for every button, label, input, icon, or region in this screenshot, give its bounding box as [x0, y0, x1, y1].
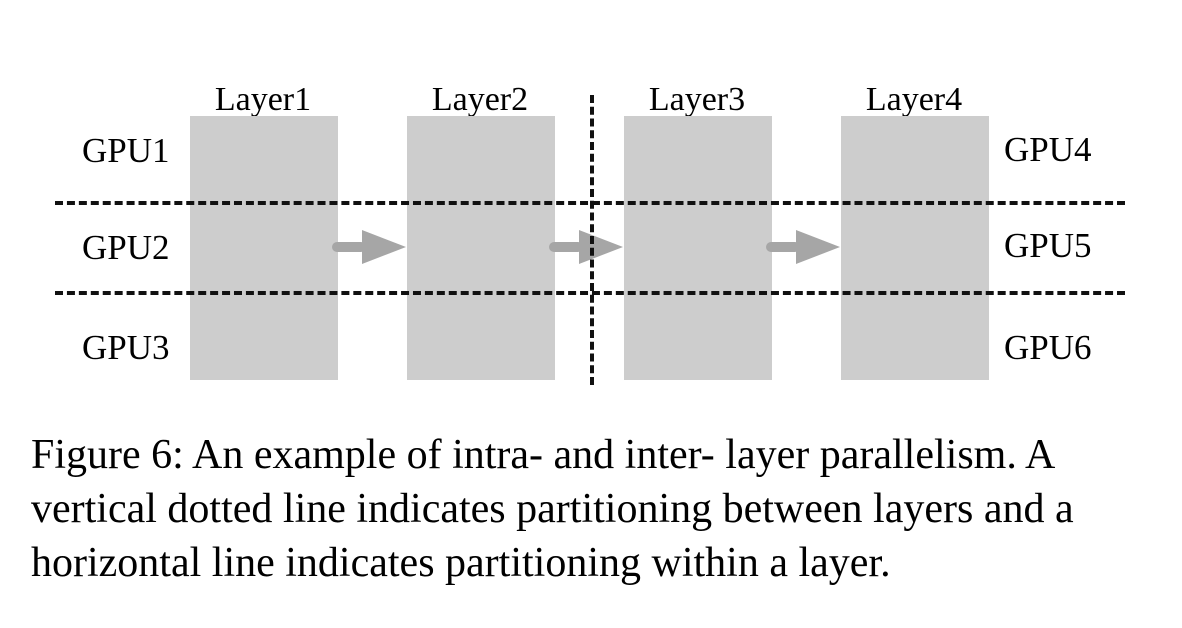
right-arrow-icon — [332, 230, 406, 264]
gpu-label-6: GPU6 — [1004, 328, 1092, 367]
gpu-label-2: GPU2 — [82, 228, 170, 267]
gpu-label-5: GPU5 — [1004, 226, 1092, 265]
layer-label-1: Layer1 — [214, 81, 312, 118]
layer-block-1 — [190, 116, 338, 380]
gpu-label-4: GPU4 — [1004, 130, 1092, 169]
layer-label-4: Layer4 — [865, 81, 963, 118]
layer-block-2 — [407, 116, 555, 380]
gpu-label-1: GPU1 — [82, 131, 170, 170]
right-arrow-icon — [549, 230, 623, 264]
figure-caption: Figure 6: An example of intra- and inter… — [31, 432, 1074, 586]
right-arrow-icon — [766, 230, 840, 264]
gpu-label-3: GPU3 — [82, 328, 170, 367]
vertical-partition-line — [590, 95, 594, 385]
layer-block-3 — [624, 116, 772, 380]
layer-label-3: Layer3 — [648, 81, 746, 118]
layer-label-2: Layer2 — [431, 81, 529, 118]
layer-block-4 — [841, 116, 989, 380]
